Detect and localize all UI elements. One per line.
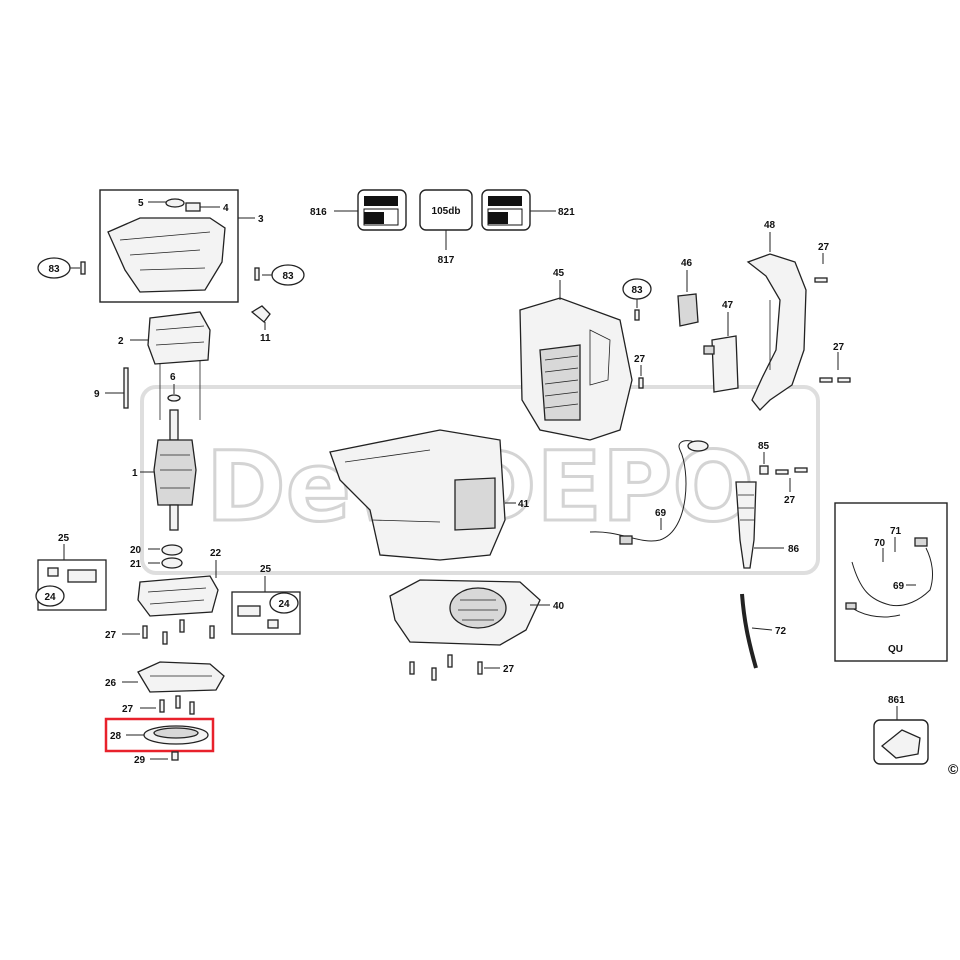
callout-25b: 25 — [260, 564, 272, 575]
callout-4: 4 — [223, 203, 229, 214]
callout-861: 861 — [888, 695, 905, 706]
copyright-mark: © — [948, 761, 959, 777]
part-45-side-cover — [519, 280, 633, 441]
part-27-screw-d — [814, 253, 828, 283]
label-817-group — [419, 189, 473, 250]
callout-27f: 27 — [784, 495, 796, 506]
part-27-screw-c — [638, 365, 644, 389]
callout-3: 3 — [258, 214, 264, 225]
part-20-21-rings — [148, 544, 183, 569]
callout-83c: 83 — [631, 285, 643, 296]
part-9-screw — [105, 367, 129, 409]
part-46-grip — [677, 270, 699, 327]
callout-24a: 24 — [44, 592, 56, 603]
part-6-bearing — [167, 384, 181, 402]
callout-83-left-group — [37, 257, 86, 279]
part-86-cord-guard — [735, 481, 784, 569]
callout-20: 20 — [130, 545, 142, 556]
part-861-case — [873, 706, 929, 765]
part-72-cable — [740, 593, 773, 669]
callout-46: 46 — [681, 258, 693, 269]
callout-9: 9 — [94, 389, 100, 400]
callout-24b: 24 — [278, 599, 290, 610]
callout-40: 40 — [553, 601, 565, 612]
part-22-brush-holder — [137, 560, 219, 617]
part-2-stator — [130, 311, 211, 420]
callout-71: 71 — [890, 526, 902, 537]
part-27-screws-row-g — [409, 654, 500, 681]
callout-41: 41 — [518, 499, 530, 510]
callout-27a: 27 — [105, 630, 117, 641]
callout-5: 5 — [138, 198, 144, 209]
callout-28: 28 — [110, 731, 122, 742]
part-25-left-box — [35, 544, 107, 611]
part-1-armature — [140, 409, 197, 531]
part-11-clip — [250, 305, 271, 330]
callout-72: 72 — [775, 626, 787, 637]
callout-48: 48 — [764, 220, 776, 231]
part-27-screws-row-b — [140, 695, 195, 715]
part-26-plate — [122, 661, 225, 693]
part-85-screw — [759, 452, 808, 492]
label-816-group — [334, 189, 407, 231]
label-105db: 105db — [432, 206, 461, 217]
callout-86: 86 — [788, 544, 800, 555]
callout-25a: 25 — [58, 533, 70, 544]
callout-27e: 27 — [833, 342, 845, 353]
label-821-group — [481, 189, 556, 231]
callout-70: 70 — [874, 538, 886, 549]
part-27-screws-row-a — [122, 619, 215, 645]
callout-1: 1 — [132, 468, 138, 479]
callout-27c: 27 — [634, 354, 646, 365]
callout-2: 2 — [118, 336, 124, 347]
callout-816: 816 — [310, 207, 327, 218]
part-69-wire — [589, 440, 709, 545]
callout-83a: 83 — [48, 264, 60, 275]
callout-817: 817 — [438, 255, 455, 266]
callout-26: 26 — [105, 678, 117, 689]
callout-11: 11 — [260, 333, 271, 344]
callout-29: 29 — [134, 755, 146, 766]
part-28-highlighted — [104, 717, 215, 753]
callout-69: 69 — [655, 508, 667, 519]
callout-47: 47 — [722, 300, 734, 311]
callout-27g: 27 — [503, 664, 515, 675]
part-25-right-box — [231, 576, 301, 635]
callout-83b: 83 — [282, 271, 294, 282]
part-29-screw — [150, 751, 179, 761]
callout-21: 21 — [130, 559, 142, 570]
callout-45: 45 — [553, 268, 565, 279]
callout-6: 6 — [170, 372, 176, 383]
part-40-bottom-housing — [389, 579, 550, 646]
part-48-handle — [746, 232, 807, 411]
callout-69b: 69 — [893, 581, 905, 592]
callout-27d: 27 — [818, 242, 830, 253]
part-3-top-housing — [99, 189, 255, 303]
callout-85: 85 — [758, 441, 770, 452]
part-27-screw-e — [819, 352, 851, 383]
part-41-main-housing — [329, 429, 516, 561]
callout-821: 821 — [558, 207, 575, 218]
callout-27b: 27 — [122, 704, 134, 715]
part-47-switch — [703, 312, 739, 393]
qu-box — [834, 502, 948, 662]
callout-qu: QU — [888, 644, 903, 655]
callout-83-center-group — [622, 278, 652, 321]
callout-83-right-group — [254, 264, 305, 286]
callout-22: 22 — [210, 548, 222, 559]
